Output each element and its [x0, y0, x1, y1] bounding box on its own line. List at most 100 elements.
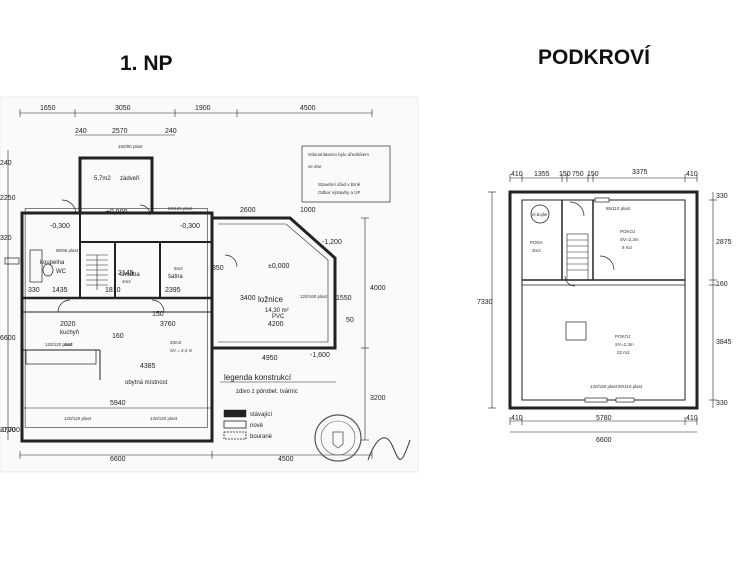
np-dim-1000: 1000 — [300, 207, 316, 214]
np-dim-4950: 4950 — [262, 355, 278, 362]
room-loznice-sub: PVC — [272, 314, 285, 320]
np-dim-2145: 2145 — [118, 270, 134, 277]
np-dim-left-2: 2250 — [0, 195, 16, 202]
attic-dim-right-3: 160 — [716, 281, 728, 288]
np-dim-1810: 1810 — [105, 287, 121, 294]
np-dim-top-4: 4500 — [300, 105, 316, 112]
attic-dim-bottom-1: 410 — [511, 415, 523, 422]
np-window-2: 90/90 plast — [56, 248, 79, 253]
room-obytna-sv: SV = 2,4 m — [170, 348, 193, 353]
np-level-5: ±0,000 — [268, 263, 289, 270]
np-dim-left-4: 6600 — [0, 335, 16, 342]
np-dim-50: 50 — [346, 317, 354, 324]
attic-dim-right-1: 330 — [716, 193, 728, 200]
room-kuchyn-area: 4m2 — [64, 342, 73, 347]
room-kuchyn: kuchyň — [60, 330, 79, 336]
np-dim-150: 150 — [152, 311, 164, 318]
attic-dim-right-4: 3845 — [716, 339, 732, 346]
room-zadver-area: 5,7m2 — [94, 176, 111, 182]
stamp-line1: Odsouhlaseno bylo úředníkem — [308, 152, 369, 157]
np-dim-left-5: 2700 — [0, 427, 16, 434]
legend-item-nove: nové — [250, 423, 264, 429]
np-dim-left-1: 240 — [0, 160, 12, 167]
attic-dim-top-7: 410 — [686, 171, 698, 178]
room-obytna-area: 20m2 — [170, 340, 182, 345]
np-dim-2020: 2020 — [60, 321, 76, 328]
room-chodba-area: 4m2 — [122, 279, 131, 284]
np-dim-bottom-inner: 5940 — [110, 400, 126, 407]
np-level-6: -1,600 — [310, 352, 330, 359]
np-dim-330: 330 — [28, 287, 40, 294]
attic-window-2: 120/150 plast — [590, 384, 618, 389]
attic-room-pokoj2: POKOJ — [615, 334, 630, 339]
attic-room-pokoj2-sv: SV=2,3m — [615, 342, 634, 347]
floor1-title: 1. NP — [120, 52, 173, 75]
np-level-7: -0,700 — [0, 427, 20, 434]
attic-window-3: 90/110 plast — [618, 384, 643, 389]
np-dim-left-3: 320 — [0, 235, 12, 242]
room-loznice-area: 14,30 m² — [265, 308, 289, 314]
legend-title: legenda konstrukcí — [224, 373, 292, 382]
np-window-5: 120/120 plast — [64, 416, 92, 421]
np-dim-2395: 2395 — [165, 287, 181, 294]
np-level-1: ±0,000 — [106, 209, 127, 216]
stamp-line3: Stavební úřad v Brně — [318, 182, 361, 187]
attic-room-poda: PODA — [530, 240, 543, 245]
attic-room-pokoj2-area: 22 m2 — [617, 350, 630, 355]
room-koupelna-wc: WC — [56, 269, 67, 275]
attic-dim-top-3: 150 — [559, 171, 571, 178]
attic-dim-top-2: 1355 — [534, 171, 550, 178]
stamp-line2: ve dne — [308, 164, 322, 169]
attic-room-pokoj1-area: 9 m2 — [622, 245, 633, 250]
room-satna-area: 5m2 — [174, 266, 183, 271]
attic-dim-top-5: 150 — [587, 171, 599, 178]
np-dim-top2-3: 240 — [165, 128, 177, 135]
np-level-3: -0,300 — [180, 223, 200, 230]
attic-dim-top-4: 750 — [572, 171, 584, 178]
attic-boiler: el.bojler — [532, 212, 548, 217]
np-dim-right-2: 3200 — [370, 395, 386, 402]
legend-item-bourane: bourané — [250, 434, 273, 440]
np-dim-2600: 2600 — [240, 207, 256, 214]
np-dim-160: 160 — [112, 333, 124, 340]
legend-line1: zdivo z pórobet. tvárnic — [236, 389, 298, 395]
np-dim-3760: 3760 — [160, 321, 176, 328]
np-window-6: 120/160 plast — [300, 294, 328, 299]
attic-dim-top-1: 410 — [511, 171, 523, 178]
attic-dim-bottom-3: 410 — [686, 415, 698, 422]
np-dim-bottom-1: 6600 — [110, 456, 126, 463]
attic-title: PODKROVÍ — [538, 46, 651, 69]
room-obytna: obytná místnost — [125, 380, 168, 386]
np-window-3: 90/120 plast — [168, 206, 193, 211]
attic-room-pokoj1-sv: SV=2,3m — [620, 237, 639, 242]
np-dim-top-1: 1650 — [40, 105, 56, 112]
attic-dim-top-6: 3375 — [632, 169, 648, 176]
np-dim-1435: 1435 — [52, 287, 68, 294]
attic-plan — [488, 174, 717, 433]
np-dim-top2-2: 2570 — [112, 128, 128, 135]
np-dim-top-3: 1900 — [195, 105, 211, 112]
stamp-line4: Odbor výstavby a ÚP — [318, 189, 361, 195]
np-dim-top2-1: 240 — [75, 128, 87, 135]
attic-dim-bottom-2: 5780 — [596, 415, 612, 422]
attic-dim-right-2: 2875 — [716, 239, 732, 246]
np-dim-bottom-2: 4500 — [278, 456, 294, 463]
attic-dim-bottom-total: 6600 — [596, 437, 612, 444]
np-dim-4385: 4385 — [140, 363, 156, 370]
attic-room-pokoj1: POKOJ — [620, 229, 635, 234]
attic-dim-left: 7330 — [477, 299, 493, 306]
np-level-4: -1,200 — [322, 239, 342, 246]
floor1-labels: 1650 3050 1900 4500 240 2570 240 6600 45… — [0, 105, 386, 463]
np-window-4: 120/120 plast — [45, 342, 73, 347]
attic-dim-right-5: 330 — [716, 400, 728, 407]
np-dim-top-2: 3050 — [115, 105, 131, 112]
np-dim-right-1: 4000 — [370, 285, 386, 292]
legend-item-stavajici: stávající — [250, 412, 272, 418]
np-window-7: 120/120 plast — [150, 416, 178, 421]
np-dim-850: 850 — [212, 265, 224, 272]
attic-labels: 410 1355 150 750 150 3375 410 410 5780 4… — [477, 169, 732, 444]
np-window-1: 150/90 plast — [118, 144, 143, 149]
room-chodba: chodba — [120, 272, 140, 278]
room-koupelna: koupelna — [40, 260, 65, 266]
